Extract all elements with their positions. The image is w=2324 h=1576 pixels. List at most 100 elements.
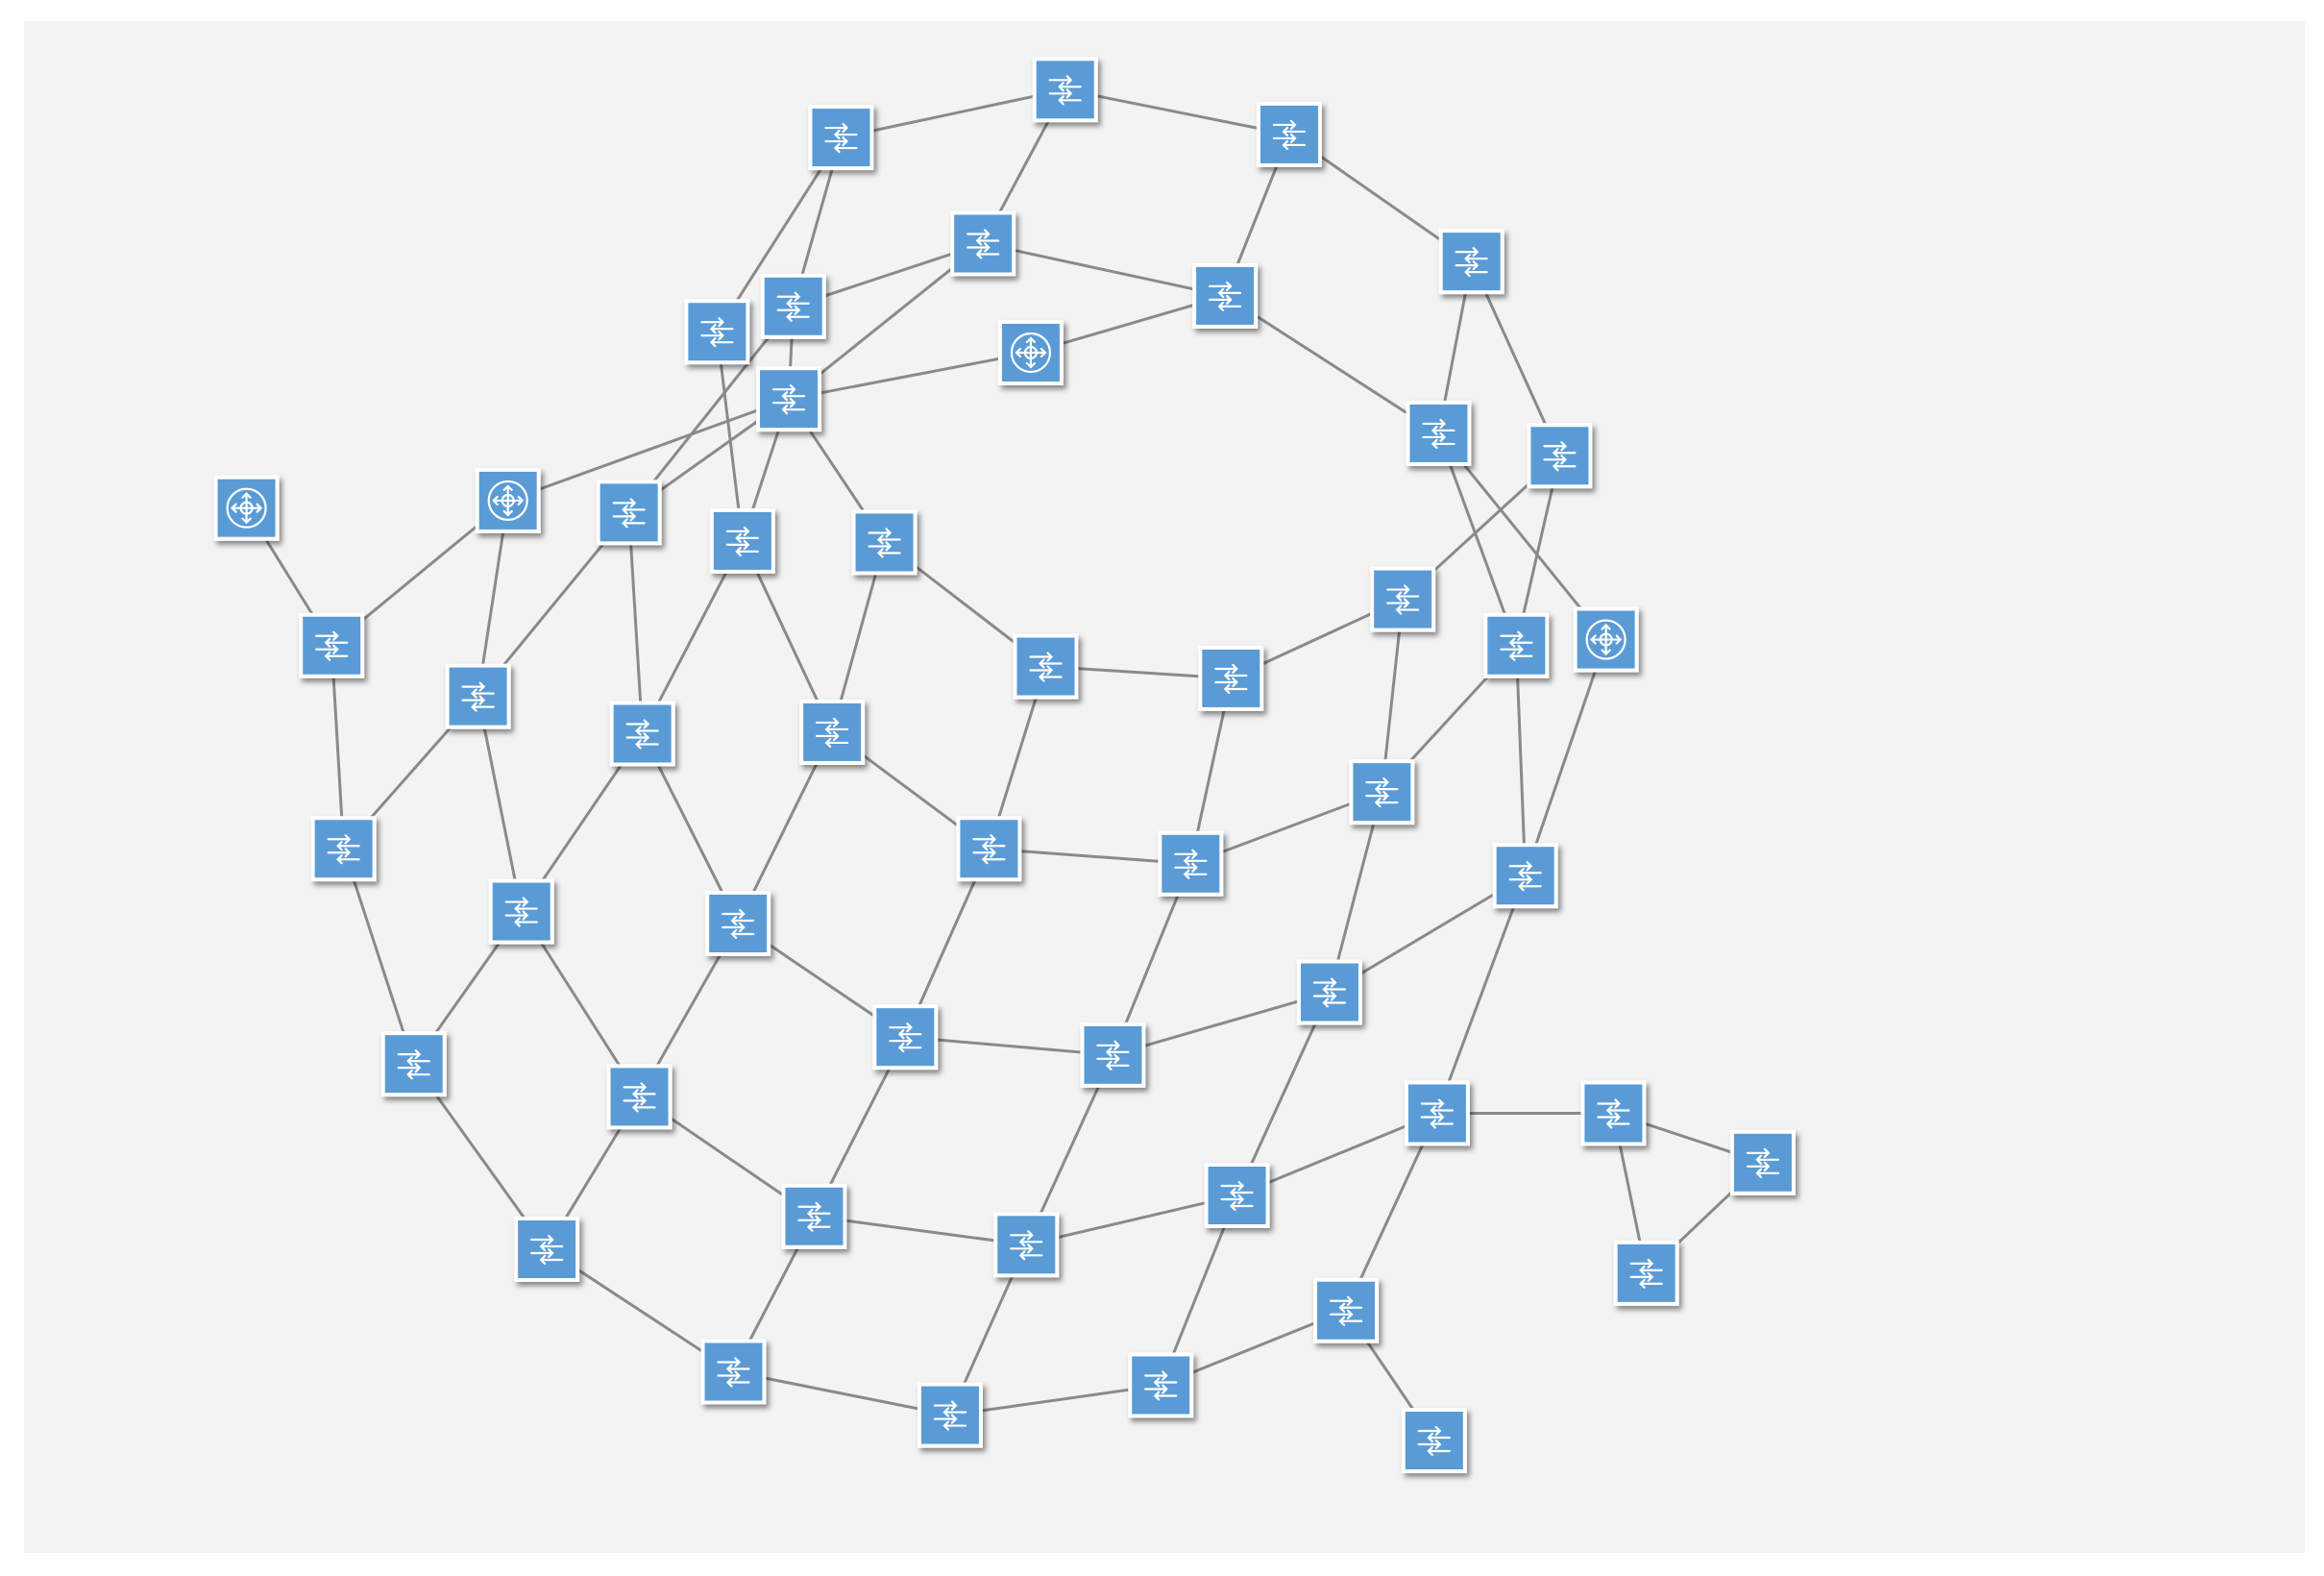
switch-node[interactable] (445, 663, 511, 729)
switch-node[interactable] (299, 612, 365, 678)
switch-arrows-icon (1010, 1230, 1043, 1261)
switch-arrows-icon (1312, 977, 1347, 1008)
node-box (1492, 843, 1558, 909)
switch-node[interactable] (1256, 101, 1322, 167)
switch-node[interactable] (808, 105, 874, 171)
router-node[interactable] (475, 467, 541, 533)
switch-node[interactable] (1492, 843, 1558, 909)
switch-node[interactable] (310, 816, 377, 882)
link-n1-n2 (841, 87, 1066, 139)
switch-node[interactable] (1313, 1277, 1380, 1343)
node-box (380, 1031, 447, 1097)
switch-node[interactable] (917, 1382, 983, 1448)
link-n43-n34 (1235, 1112, 1438, 1197)
node-box (1204, 1163, 1270, 1228)
switch-arrows-icon (771, 384, 806, 415)
link-n27-n35 (1328, 791, 1383, 993)
node-box (1349, 759, 1415, 825)
switch-node[interactable] (709, 507, 775, 574)
link-n7-n6 (1224, 294, 1440, 435)
switch-node[interactable] (1128, 1352, 1194, 1418)
switch-arrows-icon (625, 719, 659, 750)
router-circle-icon (1010, 332, 1052, 374)
switch-node[interactable] (1192, 262, 1259, 329)
node-box (756, 366, 822, 432)
switch-node[interactable] (756, 366, 822, 432)
switch-node[interactable] (1483, 612, 1550, 678)
switch-arrows-icon (530, 1234, 564, 1266)
link-n48-n49 (949, 1383, 1162, 1417)
switch-node[interactable] (1580, 1080, 1647, 1146)
switch-arrows-icon (461, 681, 495, 712)
switch-node[interactable] (1370, 566, 1436, 632)
switch-node[interactable] (1349, 759, 1415, 825)
link-n23-n33 (1514, 645, 1528, 876)
router-circle-icon (1585, 619, 1627, 660)
node-box (1483, 612, 1550, 678)
router-node[interactable] (997, 319, 1064, 385)
node-box (1296, 959, 1362, 1025)
switch-node[interactable] (606, 1064, 673, 1130)
switch-node[interactable] (1013, 633, 1079, 700)
switch-node[interactable] (781, 1183, 847, 1249)
switch-node[interactable] (705, 890, 771, 956)
switch-node[interactable] (872, 1004, 939, 1071)
link-n16-n24 (627, 512, 645, 734)
switch-node[interactable] (1296, 959, 1362, 1025)
switch-node[interactable] (700, 1339, 767, 1405)
node-box (606, 1064, 673, 1130)
switch-node[interactable] (514, 1216, 580, 1282)
switch-node[interactable] (596, 480, 662, 546)
switch-arrows-icon (1597, 1098, 1630, 1129)
switch-node[interactable] (993, 1212, 1060, 1278)
node-box (1527, 423, 1593, 489)
switch-node[interactable] (1613, 1240, 1679, 1306)
link-n2-n3 (1064, 87, 1290, 136)
switch-node[interactable] (1401, 1408, 1467, 1474)
switch-arrows-icon (1365, 777, 1399, 808)
switch-node[interactable] (1404, 1080, 1470, 1146)
switch-node[interactable] (380, 1031, 447, 1097)
switch-arrows-icon (1029, 652, 1063, 682)
switch-node[interactable] (488, 878, 554, 945)
switch-arrows-icon (824, 122, 858, 154)
switch-node[interactable] (1198, 645, 1264, 711)
switch-arrows-icon (717, 1357, 750, 1388)
node-box (1370, 566, 1436, 632)
link-n31-n36 (342, 848, 416, 1065)
switch-node[interactable] (799, 699, 866, 765)
switch-node[interactable] (1729, 1129, 1796, 1195)
router-node[interactable] (1573, 606, 1639, 673)
node-box (1032, 57, 1098, 123)
switch-node[interactable] (1527, 423, 1593, 489)
switch-arrows-icon (816, 717, 849, 749)
node-box (1128, 1352, 1194, 1418)
link-n35-n43 (1235, 991, 1332, 1196)
switch-node[interactable] (760, 273, 826, 339)
switch-node[interactable] (1158, 830, 1224, 897)
link-n28-n30 (989, 847, 1191, 866)
node-box (684, 299, 750, 365)
router-node[interactable] (213, 475, 280, 541)
node-box (1580, 1080, 1647, 1146)
switch-node[interactable] (950, 210, 1016, 277)
switch-arrows-icon (933, 1400, 967, 1431)
link-n21-n33 (1524, 639, 1608, 876)
node-box (1080, 1022, 1146, 1088)
switch-node[interactable] (956, 816, 1022, 882)
switch-node[interactable] (1032, 57, 1098, 123)
switch-node[interactable] (1406, 400, 1472, 466)
switch-node[interactable] (1438, 229, 1504, 295)
link-n9-n16 (627, 305, 795, 514)
switch-arrows-icon (966, 229, 1000, 259)
node-box (1013, 633, 1079, 700)
switch-node[interactable] (1080, 1022, 1146, 1088)
node-box (1256, 101, 1322, 167)
switch-node[interactable] (1204, 1163, 1270, 1228)
link-n33-n34 (1435, 874, 1528, 1114)
switch-arrows-icon (1144, 1370, 1178, 1401)
switch-node[interactable] (851, 509, 917, 576)
node-box (1401, 1408, 1467, 1474)
switch-node[interactable] (684, 299, 750, 365)
switch-node[interactable] (609, 701, 675, 767)
